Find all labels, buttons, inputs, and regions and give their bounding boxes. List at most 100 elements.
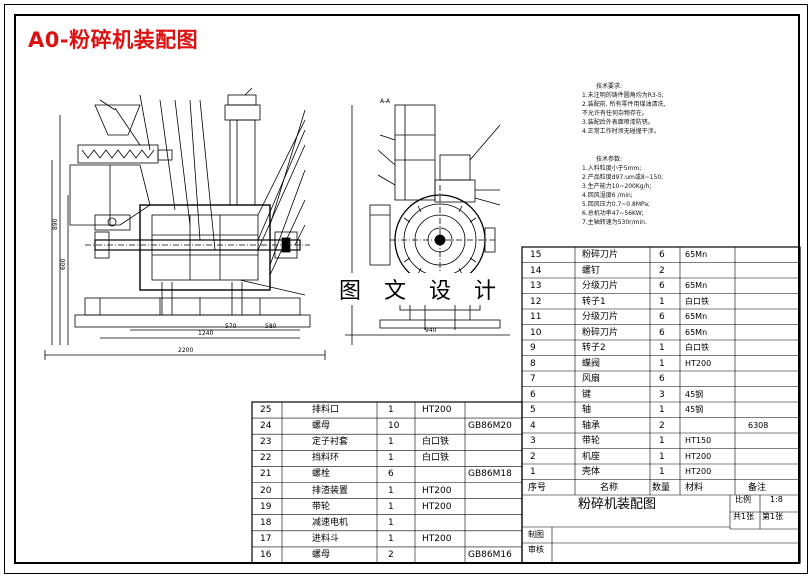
bom-row-no: 13: [530, 281, 542, 291]
bom-row-no: 16: [260, 549, 272, 560]
bom-row-qty: 1: [388, 453, 394, 464]
tech-param-line: 2.产品粒度d97:um或8~150;: [582, 174, 664, 181]
bom-row-name: 机座: [582, 451, 601, 462]
bom-row-qty: 1: [659, 451, 665, 462]
bom-row-qty: 6: [659, 250, 665, 260]
bom-row-qty: 6: [659, 312, 665, 322]
bom-row-name: 带轮: [582, 436, 601, 446]
tech-req-line: 3.装配后外表面喷漆防锈。: [582, 119, 654, 126]
bom-row-name: 排渣装置: [312, 485, 349, 496]
tech-param-line: 7.主轴转速为530r/min.: [582, 219, 647, 226]
bom-row-no: 23: [260, 437, 272, 448]
bom-row-qty: 1: [388, 405, 394, 415]
outer-border: [4, 4, 808, 574]
tech-params: 技术参数: 1.入料粒度小于5mm; 2.产品粒度d97:um或8~150; 3…: [582, 155, 663, 227]
bom-row-material: HT200: [422, 501, 452, 512]
bom-row-no: 14: [530, 265, 542, 276]
tech-params-heading: 技术参数:: [596, 156, 623, 163]
bom-row-name: 粉碎刀片: [582, 327, 619, 338]
dim-height2: 600: [60, 258, 67, 270]
bom-header-note: 备注: [748, 482, 767, 493]
bom-row-no: 7: [530, 374, 536, 384]
bom-row-no: 8: [530, 358, 536, 369]
bom-row-no: 18: [260, 517, 272, 528]
bom-row-no: 25: [260, 405, 272, 415]
bom-row-name: 壳体: [582, 467, 601, 477]
bom-row-no: 9: [530, 343, 536, 353]
bom-row-name: 螺钉: [582, 265, 601, 276]
bom-row-no: 21: [260, 469, 272, 480]
bom-row-qty: 10: [388, 421, 400, 432]
bom-row-standard: GB86M18: [468, 469, 512, 480]
tech-param-line: 4.回风湿度6 /min;: [582, 192, 633, 199]
tech-req-line: 不允许有任何杂物存在。: [582, 110, 649, 117]
drawing-title: A0-粉碎机装配图: [28, 28, 199, 52]
bom-row-material: HT200: [685, 451, 712, 461]
bom-header-name: 名称: [600, 482, 619, 493]
tech-req-line: 4.正常工作时须无碰撞干涉。: [582, 128, 660, 135]
bom-row-qty: 6: [659, 374, 665, 384]
bom-row-qty: 2: [659, 265, 665, 276]
bom-row-qty: 1: [659, 343, 665, 353]
bom-row-material: 45钢: [685, 405, 704, 414]
bom-row-no: 4: [530, 420, 536, 431]
bom-row-name: 减速电机: [312, 517, 349, 528]
bom-row-no: 17: [260, 533, 272, 544]
dim-overall-width: 2200: [178, 347, 193, 354]
bom-row-material: 白口铁: [422, 453, 450, 464]
tech-param-line: 5.回风压力0.7~0.8MPa;: [582, 201, 651, 208]
bom-row-qty: 6: [659, 281, 665, 291]
bom-row-material: 65Mn: [685, 281, 708, 290]
bom-row-name: 带轮: [312, 501, 331, 512]
bom-row-qty: 1: [659, 436, 665, 446]
bom-row-qty: 1: [659, 467, 665, 477]
bom-row-no: 2: [530, 451, 536, 462]
bom-row-material: HT200: [422, 533, 452, 544]
dim-d1: 1240: [198, 330, 213, 337]
dim-d4: 940: [425, 327, 437, 334]
title-block-sheets-total: 共1张: [733, 512, 755, 521]
title-block-drawing-name: 粉碎机装配图: [578, 497, 657, 512]
bom-row-qty: 1: [659, 358, 665, 369]
bom-row-name: 风扇: [582, 374, 601, 384]
bom-row-name: 定子衬套: [312, 437, 349, 448]
bom-row-material: 45钢: [685, 389, 704, 399]
title-block-drawn-by: 制图: [528, 530, 544, 539]
bom-row-material: HT200: [422, 485, 452, 496]
bom-row-qty: 1: [659, 296, 665, 307]
bom-row-name: 分级刀片: [582, 312, 619, 322]
bom-row-name: 排料口: [312, 405, 340, 415]
title-block-scale-label: 比例: [735, 495, 751, 504]
tech-req-line: 1.未注明的铸件圆角均为R3-5;: [582, 92, 664, 99]
bom-row-qty: 1: [388, 533, 394, 544]
title-block-checked-by: 审核: [528, 545, 544, 554]
bom-row-material: HT150: [685, 436, 712, 445]
bom-row-material: HT200: [422, 405, 452, 415]
bom-row-name: 螺栓: [312, 469, 331, 480]
title-block-sheet-no: 第1张: [762, 512, 784, 521]
tech-req-line: 2.装配前, 所有零件用煤油清洗,: [582, 101, 666, 108]
bom-row-standard: GB86M20: [468, 421, 512, 432]
bom-row-no: 11: [530, 312, 542, 322]
bom-row-qty: 2: [659, 420, 665, 431]
bom-row-qty: 1: [388, 437, 394, 448]
bom-row-qty: 1: [388, 485, 394, 496]
tech-requirements: 技术要求: 1.未注明的铸件圆角均为R3-5; 2.装配前, 所有零件用煤油清洗…: [582, 82, 665, 136]
bom-row-no: 6: [530, 389, 536, 400]
bom-header-no: 序号: [528, 482, 547, 493]
bom-row-qty: 1: [659, 405, 665, 415]
bom-row-material: HT200: [685, 358, 712, 368]
bom-row-no: 1: [530, 467, 536, 477]
bom-row-name: 螺母: [312, 421, 331, 432]
bom-row-qty: 3: [659, 389, 665, 400]
bom-row-no: 22: [260, 453, 272, 464]
tech-param-line: 6.总机功率47~56KW;: [582, 210, 644, 217]
bom-header-qty: 数量: [652, 482, 671, 493]
bom-row-no: 20: [260, 485, 272, 496]
bom-row-qty: 2: [388, 549, 394, 560]
bom-row-name: 分级刀片: [582, 281, 619, 291]
bom-row-name: 轴承: [582, 420, 601, 431]
bom-row-material: 白口铁: [422, 437, 450, 448]
tech-param-line: 3.生产能力10~200Kg/h;: [582, 183, 652, 190]
